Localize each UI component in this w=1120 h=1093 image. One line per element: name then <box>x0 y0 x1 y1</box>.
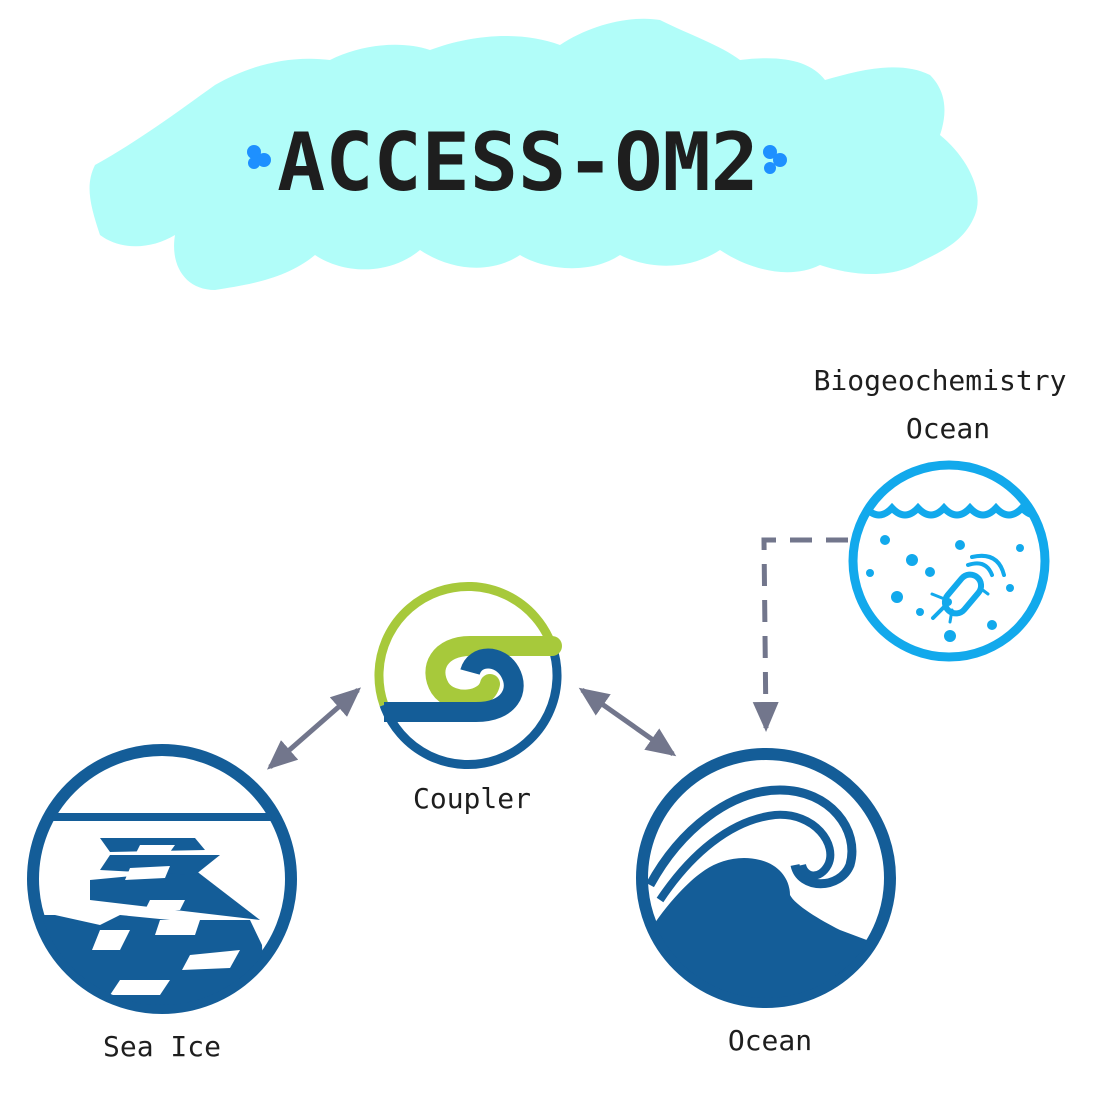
coupler-label: Coupler <box>413 782 531 815</box>
coupler-icon <box>374 581 562 770</box>
title-cloud-shape <box>89 18 978 290</box>
sea-ice-icon <box>27 744 297 1014</box>
coupler-green-swirl <box>425 636 562 710</box>
plankton-icon <box>866 535 1024 642</box>
title-banner: ACCESS-OM2 <box>89 18 978 290</box>
arrow-coupler-ocean <box>578 687 677 757</box>
coupler-green-arc <box>374 581 557 707</box>
bgc-label-line1: Biogeochemistry <box>814 364 1067 397</box>
ocean-label: Ocean <box>728 1024 812 1057</box>
bgc-icon <box>848 460 1050 662</box>
sea-ice-label: Sea Ice <box>103 1030 221 1063</box>
coupler-blue-arc <box>379 644 562 770</box>
ocean-wave-curl-inner <box>656 810 835 903</box>
coupler-blue-swirl <box>384 648 524 722</box>
ocean-wave-curl-outer <box>646 785 857 889</box>
ocean-icon <box>636 748 896 1008</box>
title-dots-left <box>247 145 271 169</box>
bgc-label-line2: Ocean <box>906 412 990 445</box>
arrow-seaice-coupler <box>266 687 362 770</box>
page-title: ACCESS-OM2 <box>277 116 759 209</box>
title-dots-right <box>763 145 787 174</box>
microbe-icon <box>930 553 1006 624</box>
arrow-bgc-ocean <box>752 537 848 732</box>
bgc-waves <box>857 502 1041 519</box>
